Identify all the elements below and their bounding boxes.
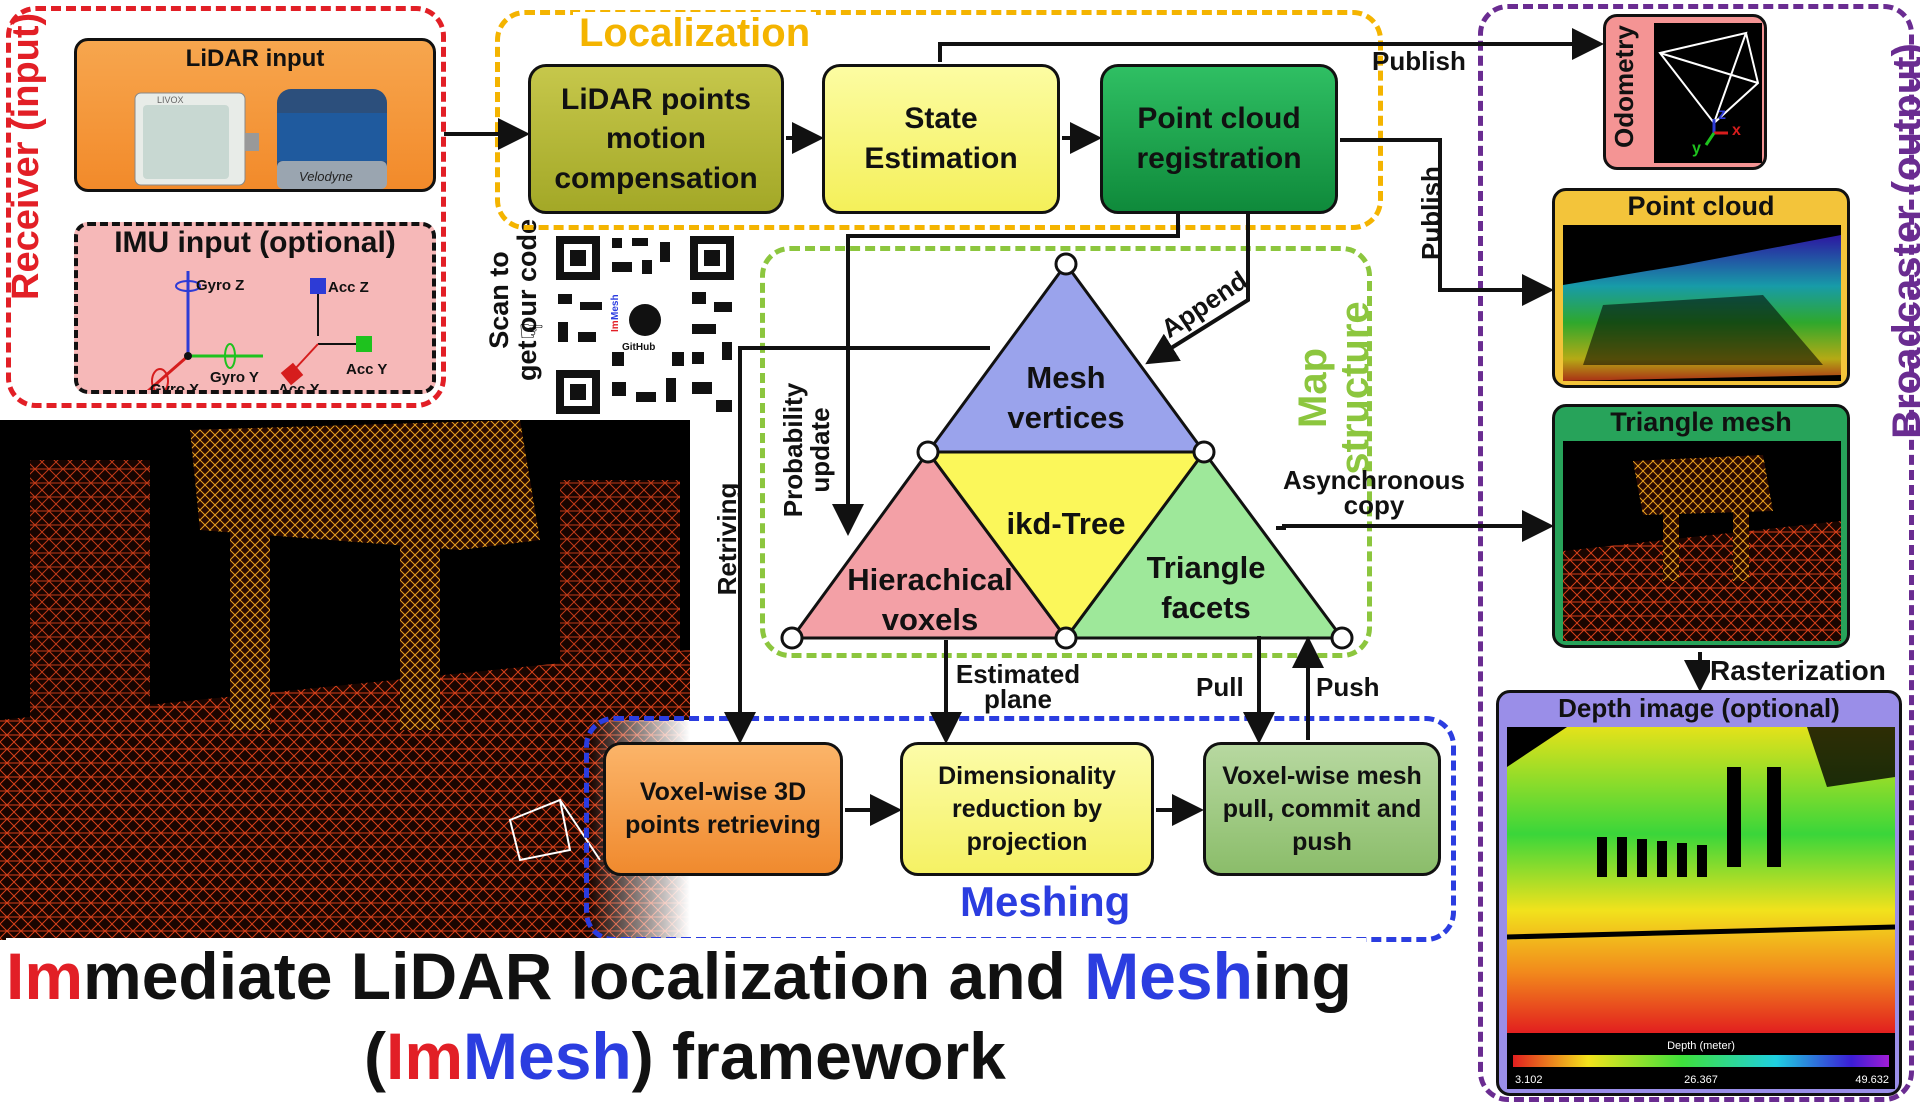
imu-axis-gyro-y: Gyro Y xyxy=(210,369,259,386)
state-estimation-node: State Estimation xyxy=(822,64,1060,214)
ikd-tree-node: ikd-Tree xyxy=(1006,506,1126,541)
point-cloud-panel: Point cloud xyxy=(1552,188,1850,388)
svg-text:Im: Im xyxy=(610,320,621,332)
imu-axis-gyro-x: Gyro X xyxy=(150,381,199,394)
lidar-input-title: LiDAR input xyxy=(185,45,325,72)
motion-compensation-node: LiDAR points motion compensation xyxy=(528,64,784,214)
title-im-highlight: Im xyxy=(6,939,84,1013)
github-logo-text: GitHub xyxy=(622,342,655,353)
svg-text:LIVOX: LIVOX xyxy=(157,95,184,105)
registration-node: Point cloud registration xyxy=(1100,64,1338,214)
depth-bar-label: Depth (meter) xyxy=(1667,1040,1735,1052)
title-framework: ) framework xyxy=(631,1019,1006,1093)
mesh-vertices-node: Mesh vertices xyxy=(1007,360,1125,436)
svg-text:z: z xyxy=(1718,106,1726,123)
hierarchical-voxels-node: Hierachical voxels xyxy=(847,562,1013,638)
title-mesh-highlight: Mesh xyxy=(1084,939,1253,1013)
triangle-facets-node: Triangle facets xyxy=(1146,550,1266,626)
edge-label-estimated-plane: Estimated plane xyxy=(955,659,1081,714)
points-retrieving-node: Voxel-wise 3D points retrieving xyxy=(603,742,843,876)
lidar-sensors-icon: LIVOX Velodyne xyxy=(134,89,387,189)
edge-label-async-copy: Asynchronous copy xyxy=(1282,465,1466,520)
triangle-mesh-image xyxy=(1563,441,1841,641)
triangle-mesh-title: Triangle mesh xyxy=(1610,407,1792,437)
svg-text:Mesh: Mesh xyxy=(610,294,621,320)
projection-node: Dimensionality reduction by projection xyxy=(900,742,1154,876)
depth-image: Depth (meter) 3.102 26.367 49.632 xyxy=(1507,727,1895,1089)
edge-label-publish-top: Publish xyxy=(1372,46,1466,76)
imu-axes-icon: Gyro Z Acc Z Gyro Y Acc Y Gyro X Acc X xyxy=(147,271,387,394)
imu-input-title: IMU input (optional) xyxy=(114,226,396,259)
triangle-mesh-panel: Triangle mesh xyxy=(1552,404,1850,648)
broadcaster-label: Broadcaster (output) xyxy=(1885,43,1920,439)
mesh-scene-image xyxy=(0,420,690,940)
imu-axis-acc-y: Acc Y xyxy=(346,361,387,378)
pull-commit-push-node: Voxel-wise mesh pull, commit and push xyxy=(1203,742,1441,876)
localization-label: Localization xyxy=(573,12,817,54)
svg-text:y: y xyxy=(1692,140,1701,157)
receiver-group xyxy=(6,6,446,408)
lidar-input-panel: LiDAR input LIVOX Velodyne xyxy=(74,38,436,192)
depth-image-title: Depth image (optional) xyxy=(1558,693,1840,723)
imu-axis-gyro-z: Gyro Z xyxy=(196,277,244,294)
title-line1-text: mediate LiDAR localization and xyxy=(83,939,1085,1013)
depth-tick-mid: 26.367 xyxy=(1684,1074,1718,1086)
depth-tick-max: 49.632 xyxy=(1855,1074,1889,1086)
odometry-panel: Odometry z x y xyxy=(1603,14,1767,170)
imu-input-panel: IMU input (optional) Gyro Z Acc Z Gyro Y… xyxy=(74,222,436,394)
meshing-label: Meshing xyxy=(954,879,1137,925)
odometry-image: z x y xyxy=(1654,23,1762,163)
imu-axis-acc-x: Acc X xyxy=(278,381,320,394)
qr-code-image: GitHub Im Mesh xyxy=(552,232,738,418)
title-line-1: Immediate LiDAR localization and Meshing xyxy=(6,938,1366,1014)
title-line1-suffix: ing xyxy=(1252,939,1352,1013)
depth-image-panel: Depth image (optional) xyxy=(1496,690,1902,1096)
svg-text:Velodyne: Velodyne xyxy=(299,169,353,184)
point-cloud-image xyxy=(1563,225,1841,381)
depth-tick-min: 3.102 xyxy=(1515,1074,1543,1086)
receiver-label: Receiver (input) xyxy=(5,12,47,300)
edge-label-probability-update: Probability update xyxy=(778,382,836,518)
edge-label-retriving: Retriving xyxy=(712,482,742,596)
odometry-title: Odometry xyxy=(1609,25,1639,148)
svg-text:x: x xyxy=(1732,122,1741,139)
edge-label-push: Push xyxy=(1316,672,1380,702)
title-line-2: (ImMesh) framework xyxy=(364,1019,1006,1093)
point-cloud-title: Point cloud xyxy=(1627,191,1775,221)
pointing-hand-icon: ☞ xyxy=(518,315,545,348)
edge-label-rasterization: Rasterization xyxy=(1710,655,1886,686)
imu-axis-acc-z: Acc Z xyxy=(328,279,369,296)
edge-label-pull: Pull xyxy=(1196,672,1244,702)
title-immesh-im: Im xyxy=(385,1019,464,1093)
title-immesh-mesh: Mesh xyxy=(463,1019,632,1093)
edge-label-publish-side: Publish xyxy=(1416,166,1446,260)
broadcaster-group xyxy=(1478,4,1914,1102)
